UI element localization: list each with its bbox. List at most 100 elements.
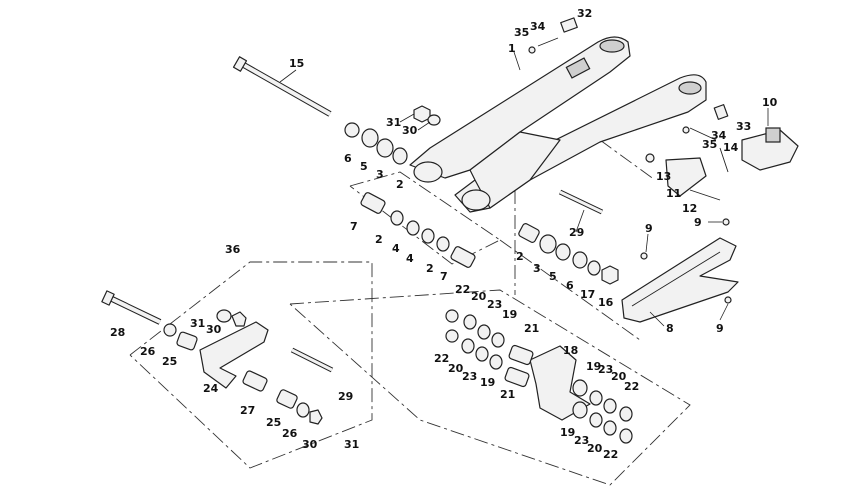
label-2-c: 2	[426, 262, 434, 275]
label-5: 5	[360, 160, 368, 173]
label-3: 3	[376, 168, 384, 181]
outline-right-pivot-group	[499, 239, 641, 341]
label-9-a: 9	[694, 216, 702, 229]
label-22-c: 22	[624, 380, 639, 393]
swingarm-left-pivot-boss	[413, 161, 443, 183]
outline-guide-line	[599, 139, 656, 181]
label-35-b: 35	[702, 138, 717, 151]
label-25-b: 25	[266, 416, 281, 429]
chain-adjuster-right	[682, 104, 799, 173]
label-23-a: 23	[487, 298, 502, 311]
slider-screw-top	[722, 218, 730, 226]
outline-link-group	[289, 289, 691, 486]
label-9-c: 9	[716, 322, 724, 335]
label-14: 14	[723, 141, 739, 154]
swingarm	[409, 36, 707, 213]
label-10: 10	[762, 96, 778, 109]
left-bushing-set	[360, 192, 476, 268]
outline-left-pivot-group	[349, 171, 501, 265]
swingarm-right-slot	[678, 81, 702, 95]
label-7-b: 7	[440, 270, 448, 283]
callout-labels: 1 32 34 35 15 31 30 6 5 3 2 10 33 34 35 …	[110, 7, 778, 461]
pivot-axle-head	[232, 56, 248, 72]
label-8: 8	[666, 322, 674, 335]
slider-screw-bottom	[724, 296, 732, 304]
label-31-b: 31	[190, 317, 205, 330]
slider-screw-mid	[640, 252, 648, 260]
chain-slider-body	[621, 237, 739, 323]
label-9-b: 9	[645, 222, 653, 235]
label-22-b: 22	[434, 352, 449, 365]
label-6: 6	[344, 152, 352, 165]
label-23-d: 23	[574, 434, 589, 447]
left-pivot-hardware	[344, 122, 408, 165]
label-26-a: 26	[140, 345, 156, 358]
label-34-b: 34	[711, 129, 727, 142]
label-20-d: 20	[587, 442, 603, 455]
nut-washer-upper	[413, 105, 441, 126]
label-36: 36	[225, 243, 241, 256]
label-19-d: 19	[560, 426, 575, 439]
label-35: 35	[514, 26, 529, 39]
label-5-b: 5	[549, 270, 557, 283]
label-32: 32	[577, 7, 592, 20]
link-plate-18	[529, 345, 591, 421]
label-27: 27	[240, 404, 255, 417]
right-bushing-set	[518, 189, 619, 285]
bracket-11	[645, 153, 721, 201]
label-28: 28	[110, 326, 125, 339]
pivot-axle	[232, 56, 332, 117]
swingarm-cross-member	[469, 131, 561, 209]
label-22-a: 22	[455, 283, 470, 296]
label-1: 1	[508, 42, 516, 55]
label-30-c: 30	[302, 438, 318, 451]
adjuster-left	[528, 17, 578, 54]
label-11: 11	[666, 187, 681, 200]
label-34: 34	[530, 20, 546, 33]
label-12: 12	[682, 202, 697, 215]
label-21-a: 21	[524, 322, 539, 335]
label-17: 17	[580, 288, 595, 301]
label-33: 33	[736, 120, 751, 133]
label-30-b: 30	[206, 323, 222, 336]
label-23-c: 23	[598, 363, 613, 376]
label-16: 16	[598, 296, 614, 309]
outline-linkage-group	[129, 261, 373, 469]
label-6-b: 6	[566, 279, 574, 292]
label-23-b: 23	[462, 370, 477, 383]
label-19-a: 19	[502, 308, 517, 321]
label-2-b: 2	[375, 233, 383, 246]
label-24: 24	[203, 382, 219, 395]
label-19-c: 19	[586, 360, 601, 373]
swingarm-right-pivot-boss	[461, 189, 491, 211]
label-20-a: 20	[471, 290, 487, 303]
label-20-b: 20	[448, 362, 464, 375]
linkage-assembly	[101, 290, 334, 425]
label-13: 13	[656, 170, 671, 183]
link-plate-assembly	[445, 309, 633, 444]
label-4-a: 4	[392, 242, 400, 255]
label-7-a: 7	[350, 220, 358, 233]
label-2: 2	[396, 178, 404, 191]
label-2-d: 2	[516, 250, 524, 263]
label-26-b: 26	[282, 427, 298, 440]
label-29-b: 29	[338, 390, 353, 403]
group-outlines	[129, 139, 691, 486]
label-21-b: 21	[500, 388, 515, 401]
label-3-b: 3	[533, 262, 541, 275]
label-25-a: 25	[162, 355, 177, 368]
label-4-b: 4	[406, 252, 414, 265]
label-20-c: 20	[611, 370, 627, 383]
linkage-arm-24	[199, 321, 269, 389]
label-30: 30	[402, 124, 418, 137]
label-22-d: 22	[603, 448, 618, 461]
leader-lines	[279, 51, 769, 327]
label-19-b: 19	[480, 376, 495, 389]
chain-slider	[621, 218, 739, 323]
label-29-a: 29	[569, 226, 584, 239]
label-18: 18	[563, 344, 578, 357]
label-15: 15	[289, 57, 304, 70]
swingarm-left-slot	[599, 39, 625, 53]
swingarm-label-plate	[565, 57, 591, 79]
